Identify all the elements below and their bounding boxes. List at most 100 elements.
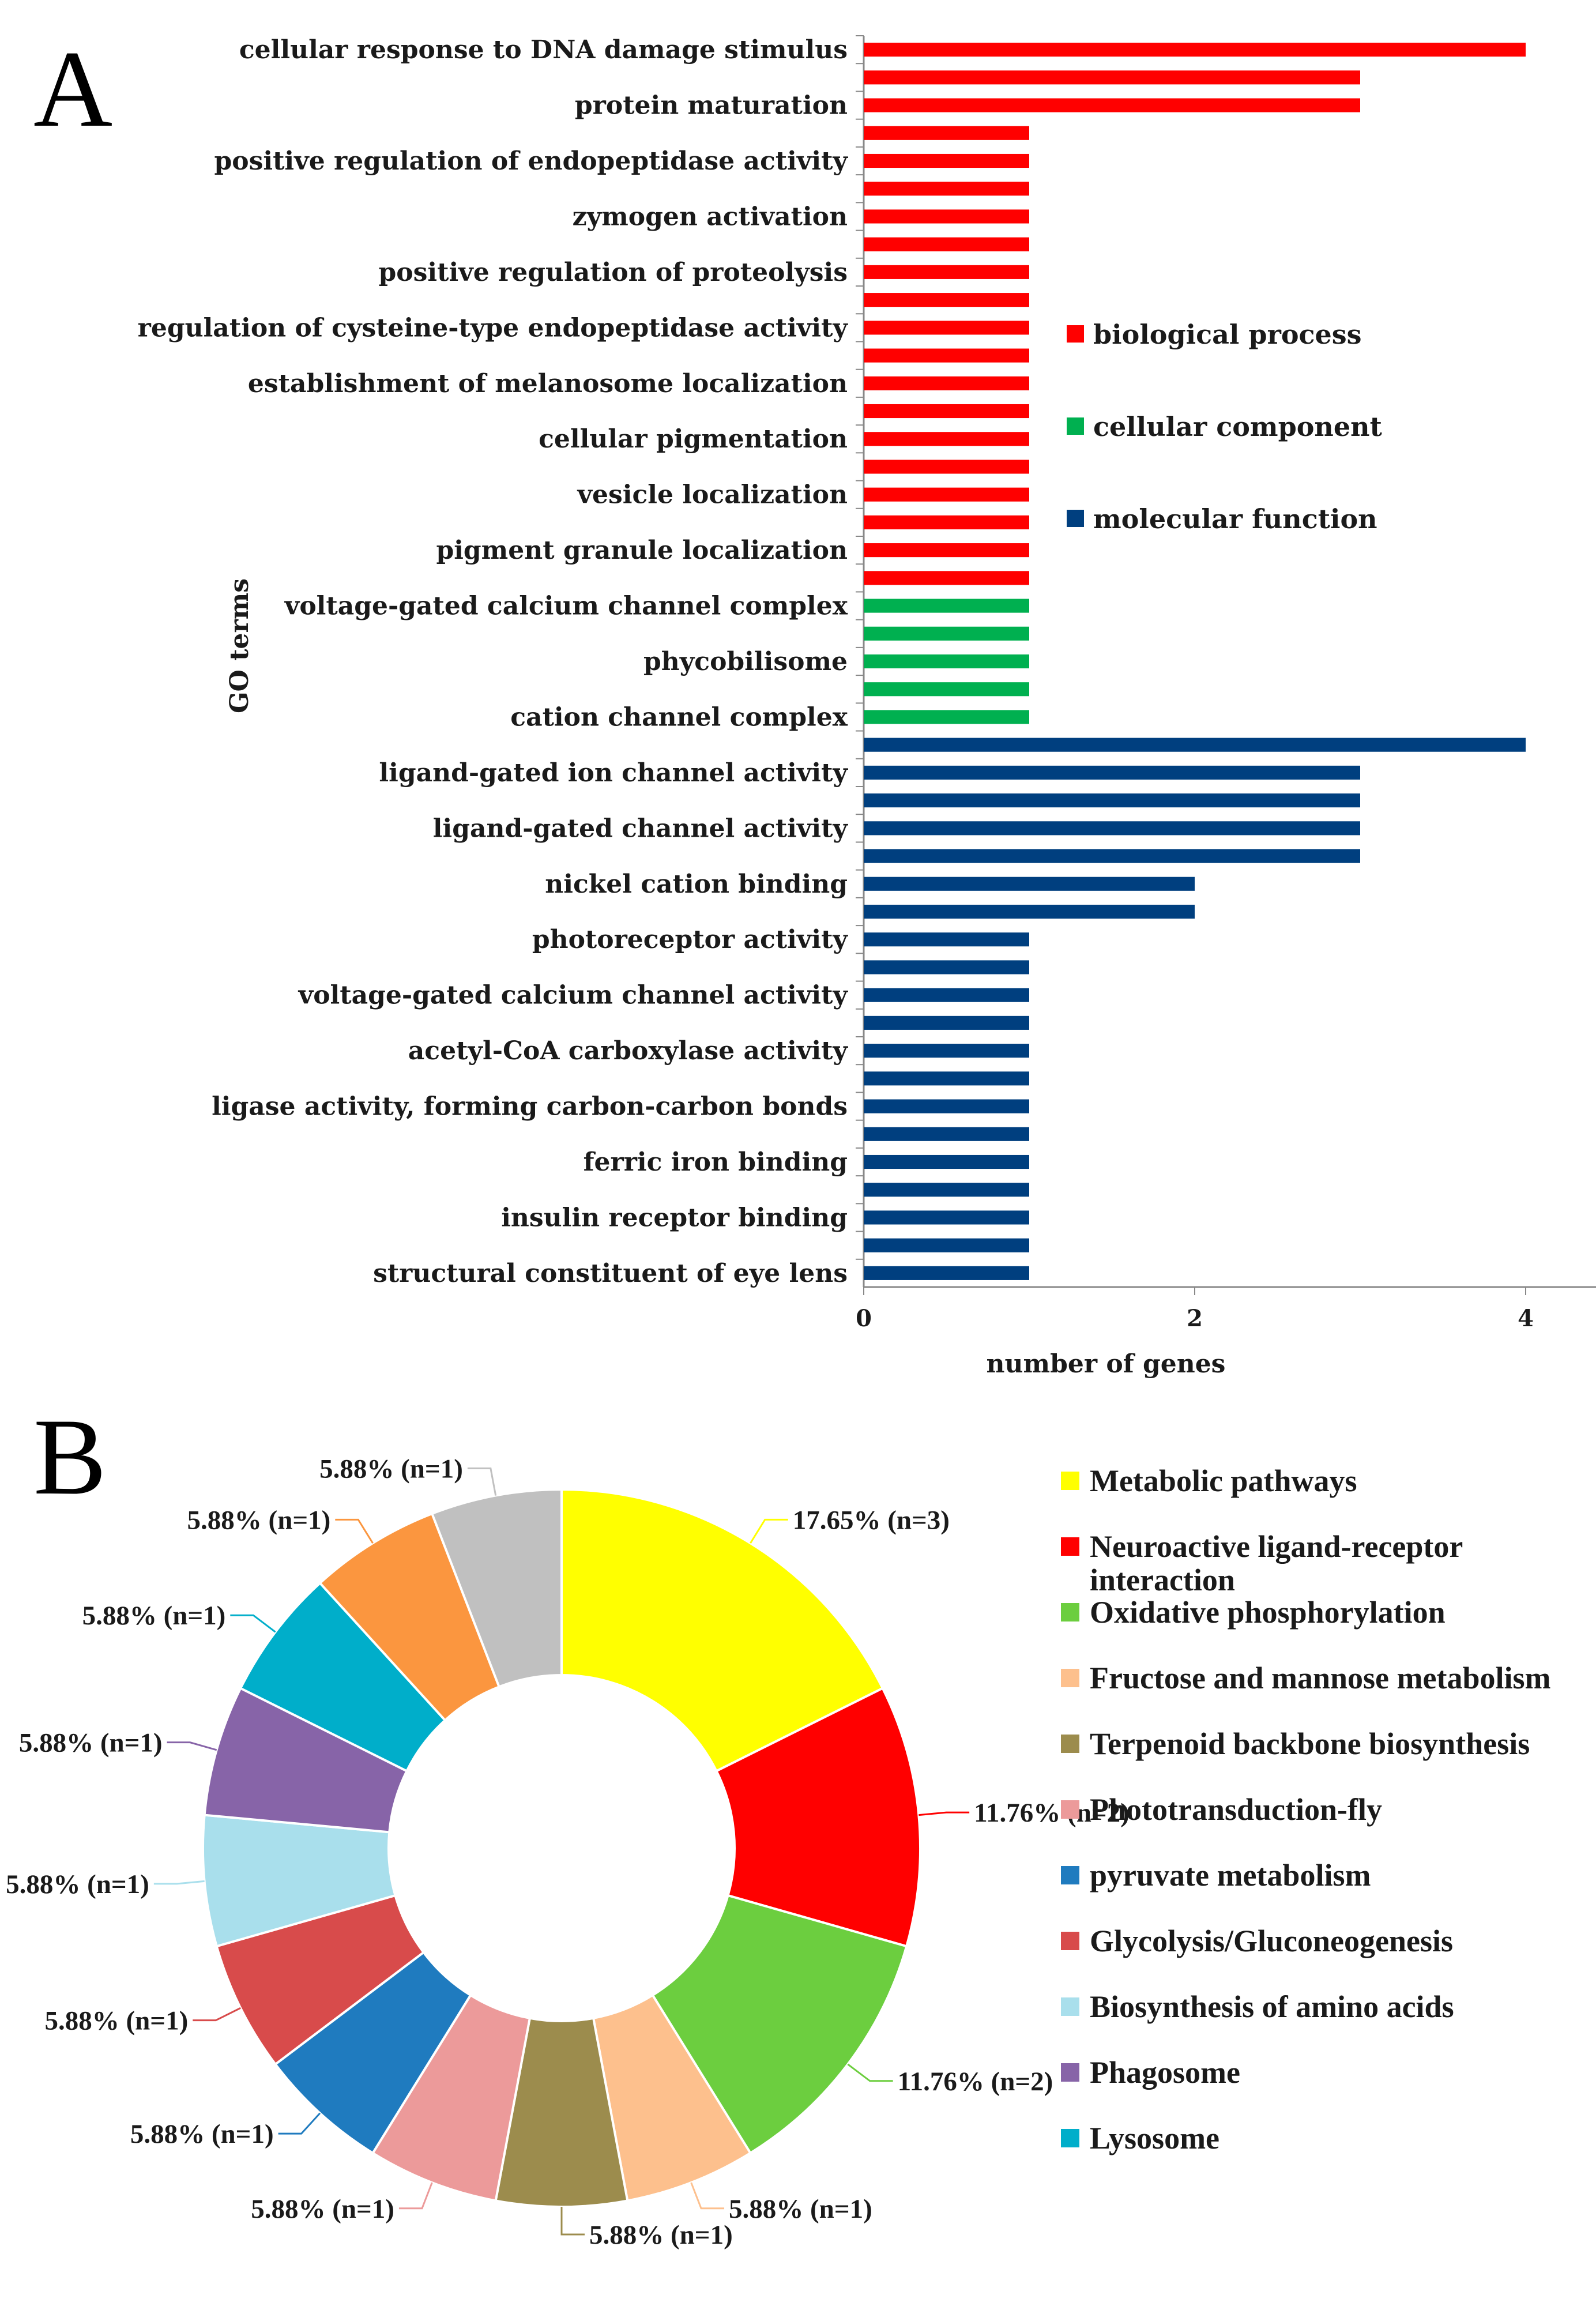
bar [864, 1154, 1029, 1169]
x-axis-title: number of genes [987, 1349, 1226, 1379]
legend-swatch [1061, 2129, 1079, 2147]
legend-label: interaction [1090, 1563, 1235, 1597]
legend-swatch [1061, 1866, 1079, 1884]
legend-swatch [1061, 1735, 1079, 1753]
category-label: nickel cation binding [545, 870, 848, 899]
leader-line [230, 1614, 276, 1633]
slice-percent-label: 5.88% (n=1) [187, 1505, 331, 1535]
bar [864, 876, 1195, 891]
leader-line [335, 1518, 374, 1544]
bar [864, 960, 1029, 975]
leader-line [847, 2063, 893, 2082]
panel-b-letter: B [33, 1397, 107, 1518]
bar [864, 710, 1029, 724]
legend-label: cellular component [1093, 411, 1383, 442]
bar [864, 265, 1029, 279]
bar [864, 1015, 1029, 1030]
bar [864, 460, 1029, 474]
category-label: regulation of cysteine-type endopeptidas… [138, 313, 849, 343]
legend-label: Neuroactive ligand-receptor [1090, 1529, 1463, 1564]
legend-swatch [1067, 417, 1084, 435]
slice-percent-label: 5.88% (n=1) [45, 2006, 189, 2036]
bar [864, 682, 1029, 697]
bar [864, 765, 1360, 780]
leader-line [193, 2007, 241, 2022]
bar [864, 293, 1029, 307]
leader-line [398, 2182, 433, 2210]
legend-label: biological process [1093, 319, 1362, 350]
category-label: establishment of melanosome localization [248, 369, 848, 398]
slice-percent-label: 5.88% (n=1) [82, 1601, 226, 1631]
legend-label: Lysosome [1090, 2121, 1219, 2155]
bar [864, 321, 1029, 335]
legend-swatch [1061, 1537, 1079, 1556]
bar [864, 404, 1029, 419]
legend-label: Metabolic pathways [1090, 1463, 1357, 1498]
panel-a-letter: A [33, 29, 112, 150]
bar [864, 1071, 1029, 1086]
bar [864, 432, 1029, 446]
leader-line [750, 1518, 788, 1544]
bar [864, 348, 1029, 363]
bar [864, 1238, 1029, 1252]
legend-swatch [1067, 510, 1084, 527]
bar [864, 599, 1029, 613]
bar [864, 1099, 1029, 1113]
legend-swatch [1061, 2063, 1079, 2082]
legend-label: Fructose and mannose metabolism [1090, 1661, 1550, 1695]
bar [864, 904, 1195, 919]
category-label: zymogen activation [573, 202, 848, 231]
leader-line [167, 1741, 217, 1751]
legend-swatch [1061, 1669, 1079, 1687]
slice-percent-label: 5.88% (n=1) [589, 2220, 733, 2250]
category-label: ligand-gated ion channel activity [379, 758, 848, 788]
slice-percent-label: 5.88% (n=1) [6, 1869, 149, 1899]
category-label: ferric iron binding [584, 1148, 848, 1177]
bar [864, 1183, 1029, 1197]
bar [864, 1127, 1029, 1141]
leader-line [560, 2207, 585, 2236]
legend-label: Terpenoid backbone biosynthesis [1090, 1726, 1530, 1761]
bar [864, 98, 1360, 112]
bar [864, 932, 1029, 947]
legend-swatch [1061, 1997, 1079, 2016]
bar [864, 738, 1526, 752]
leader-line [153, 1880, 205, 1885]
legend-label: molecular function [1093, 503, 1377, 535]
bar [864, 1044, 1029, 1058]
bar [864, 515, 1029, 529]
bar [864, 821, 1360, 836]
leader-line [278, 2112, 321, 2135]
bar [864, 376, 1029, 390]
bar [864, 654, 1029, 669]
category-label: voltage-gated calcium channel activity [298, 981, 849, 1010]
legend-swatch [1061, 1800, 1079, 1819]
bar [864, 126, 1029, 140]
bar [864, 209, 1029, 224]
slice-percent-label: 5.88% (n=1) [251, 2194, 394, 2224]
x-tick-label: 4 [1518, 1305, 1534, 1332]
legend-swatch [1067, 325, 1084, 343]
leader-line [690, 2182, 725, 2210]
bar [864, 153, 1029, 168]
bar [864, 626, 1029, 641]
legend-swatch [1061, 1932, 1079, 1950]
slice-percent-label: 11.76% (n=2) [974, 1798, 1130, 1828]
legend-swatch [1061, 1603, 1079, 1621]
category-label: protein maturation [575, 91, 848, 121]
donut-slice [651, 1894, 908, 2155]
slice-percent-label: 5.88% (n=1) [319, 1454, 463, 1484]
category-label: cellular response to DNA damage stimulus [239, 35, 848, 65]
slice-percent-label: 5.88% (n=1) [729, 2194, 872, 2224]
bar [864, 182, 1029, 196]
category-label: voltage-gated calcium channel complex [284, 592, 848, 621]
category-label: positive regulation of endopeptidase act… [214, 146, 849, 176]
donut-slice [430, 1488, 563, 1688]
x-tick-label: 2 [1187, 1305, 1203, 1332]
category-label: structural constituent of eye lens [373, 1259, 848, 1288]
legend-label: Biosynthesis of amino acids [1090, 1989, 1454, 2024]
legend-label: Glycolysis/Gluconeogenesis [1090, 1924, 1453, 1958]
bar [864, 543, 1029, 558]
donut-slice [714, 1687, 921, 1948]
